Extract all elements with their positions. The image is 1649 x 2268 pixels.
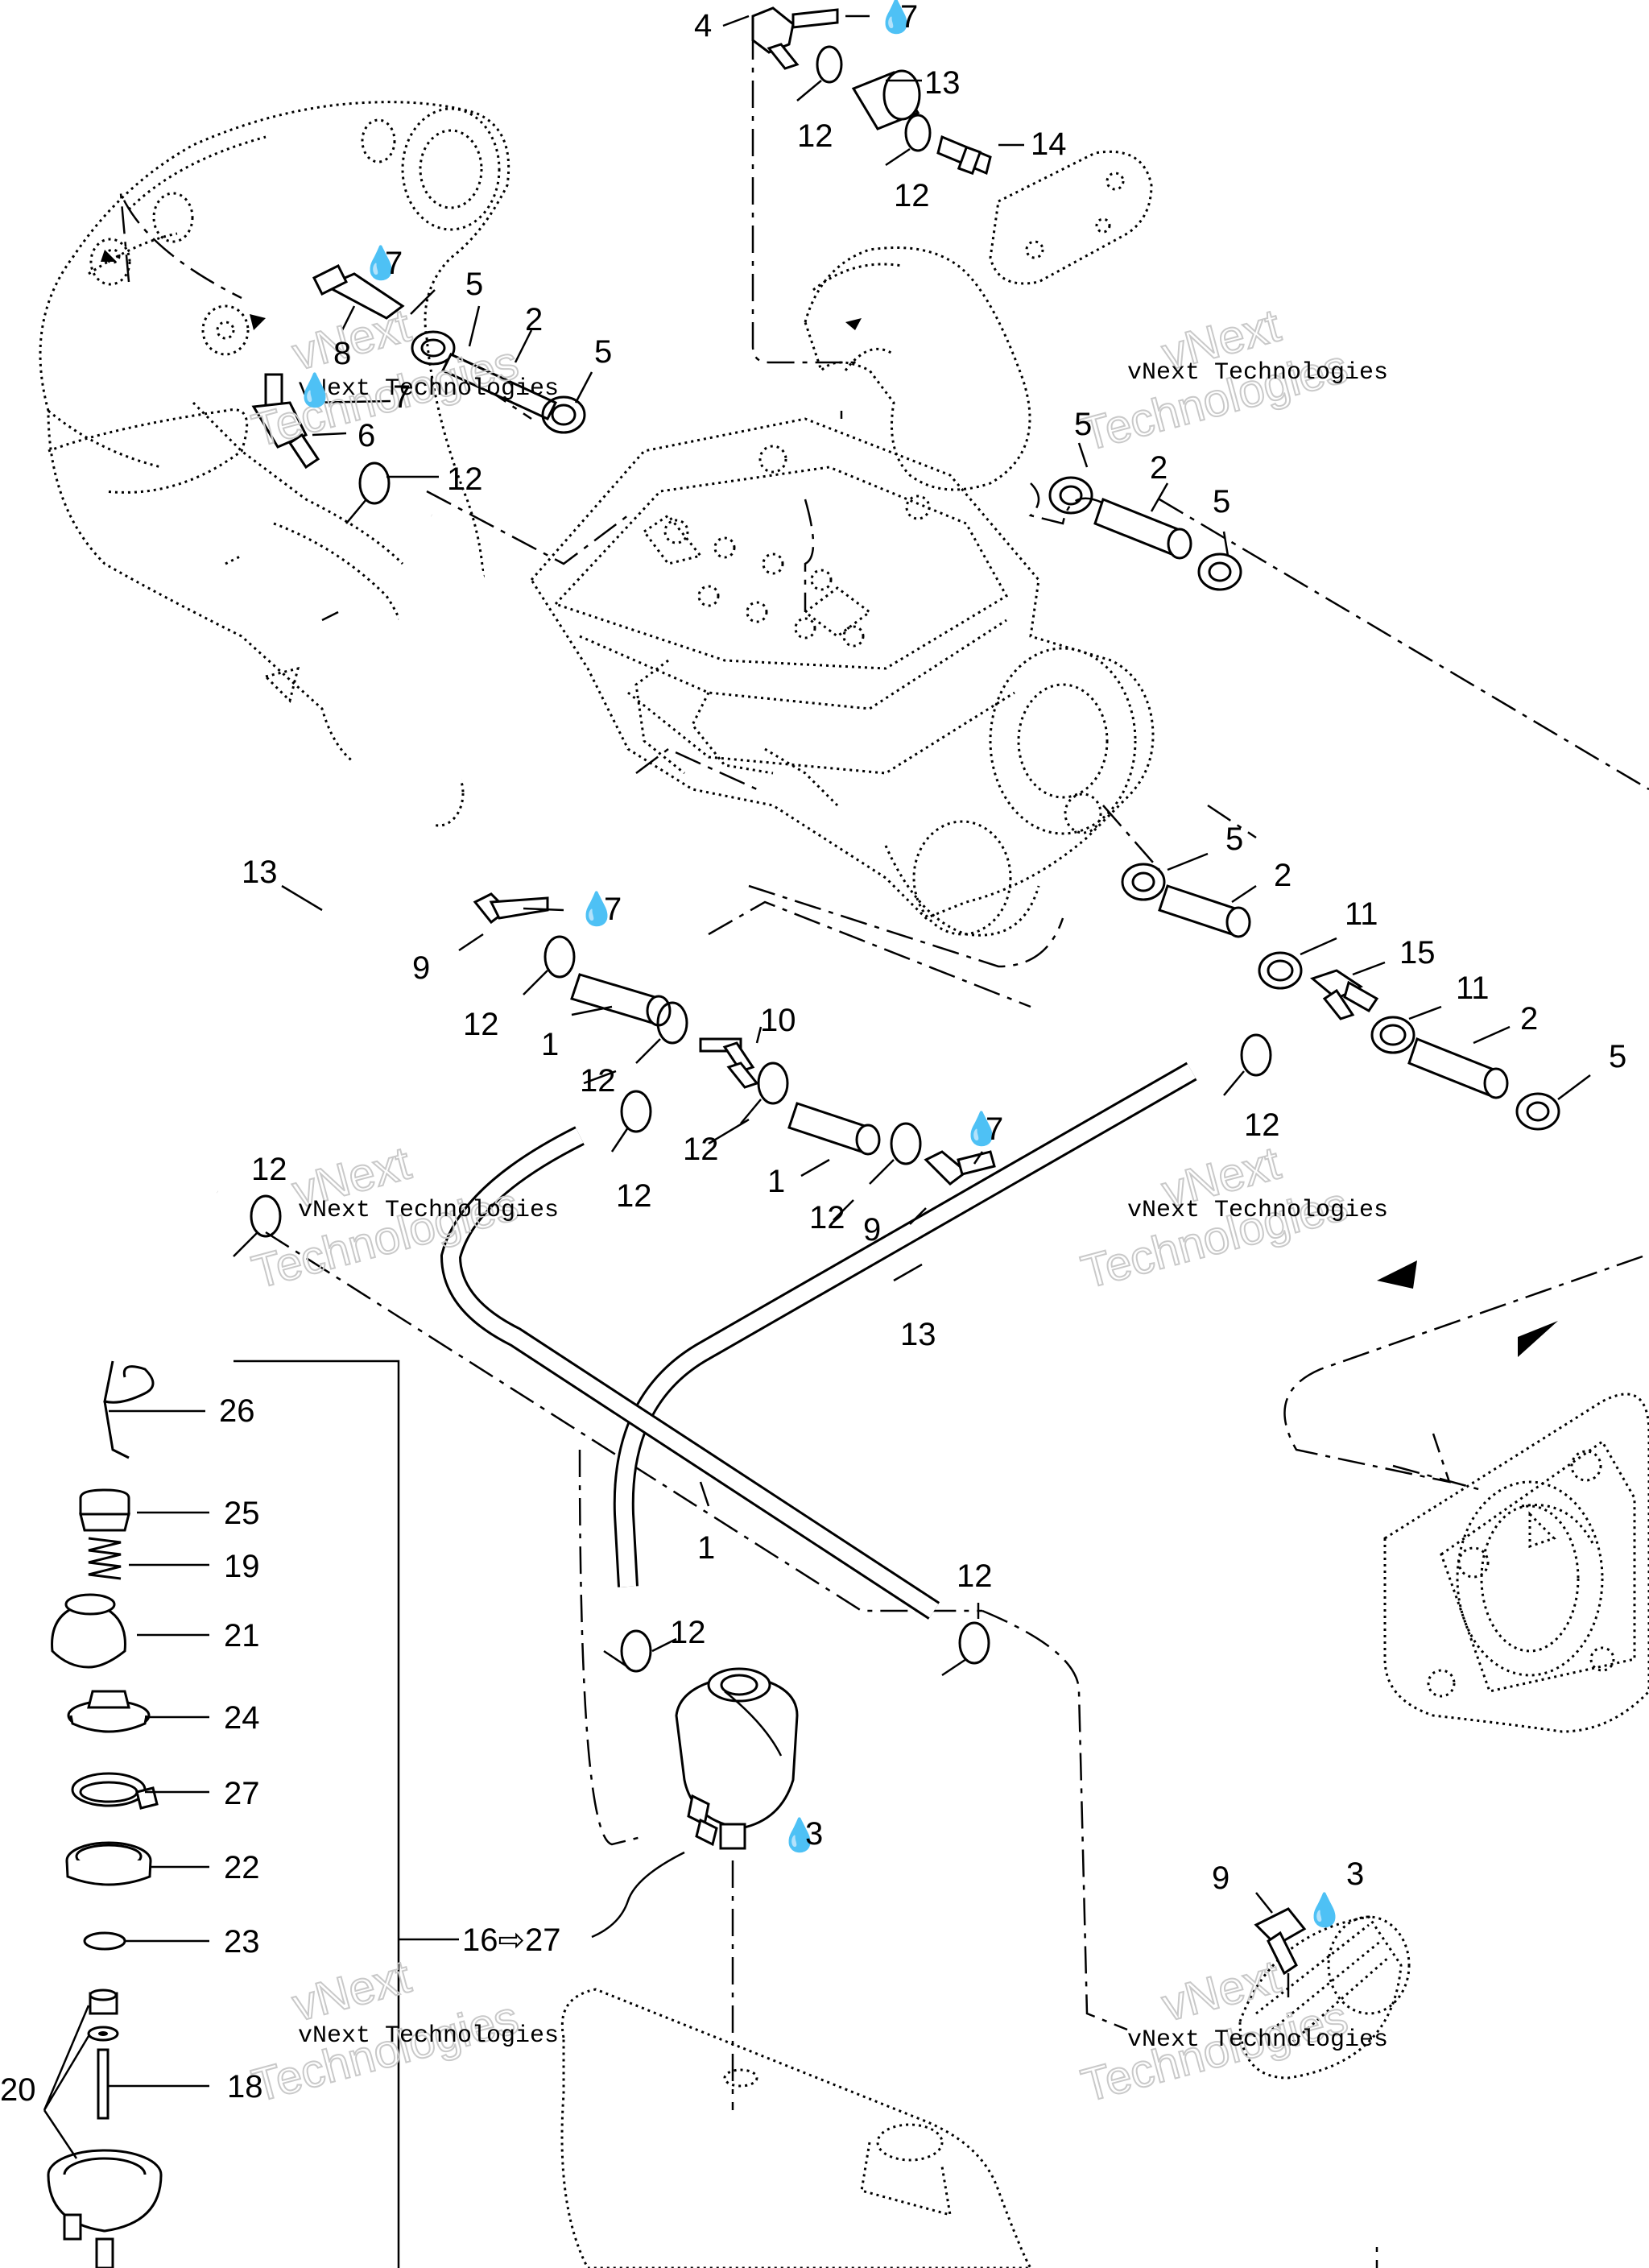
callout-7: 7 bbox=[385, 246, 403, 281]
callout-12: 12 bbox=[797, 118, 833, 154]
callout-12: 12 bbox=[463, 1007, 499, 1042]
callout-13: 13 bbox=[924, 65, 961, 101]
watermark-text-6: vNext Technologies bbox=[1127, 2026, 1388, 2054]
callout-11: 11 bbox=[1345, 896, 1378, 932]
watermark-word-9: vNext bbox=[287, 1950, 416, 2031]
callout-3: 3 bbox=[805, 1816, 823, 1852]
callout-12: 12 bbox=[251, 1152, 287, 1187]
exhaust-flange bbox=[1383, 1393, 1649, 1733]
callout-13: 13 bbox=[242, 855, 278, 890]
watermark-text-3: vNext Technologies bbox=[298, 1197, 559, 1224]
callout-12: 12 bbox=[1244, 1107, 1280, 1143]
callout-12: 12 bbox=[957, 1558, 993, 1594]
lubricant-icon: 💧 bbox=[779, 1816, 820, 1853]
watermark-word-6: Technologies bbox=[247, 1177, 524, 1298]
callout-5: 5 bbox=[1074, 407, 1092, 442]
fittings bbox=[233, 6, 1560, 1976]
watermark-text-1: vNext Technologies bbox=[298, 375, 559, 403]
callout-7: 7 bbox=[900, 0, 918, 35]
callout-2: 2 bbox=[1150, 450, 1168, 486]
callout-12: 12 bbox=[683, 1132, 719, 1167]
callout-8: 8 bbox=[333, 336, 351, 371]
callout-2: 2 bbox=[1274, 858, 1292, 893]
callout-10: 10 bbox=[760, 1003, 796, 1038]
lubricant-icon: 💧 bbox=[295, 371, 335, 408]
callout-9: 9 bbox=[412, 950, 430, 986]
callout-18: 18 bbox=[227, 2069, 263, 2105]
lubricant-icon: 💧 bbox=[961, 1110, 1002, 1147]
callout-21: 21 bbox=[224, 1618, 260, 1653]
callout-2: 2 bbox=[1520, 1001, 1538, 1037]
callout-5: 5 bbox=[594, 334, 612, 370]
callout-15: 15 bbox=[1399, 935, 1436, 971]
flow-arrows bbox=[101, 250, 1558, 1357]
callout-5: 5 bbox=[465, 267, 483, 302]
intake-elbow bbox=[804, 246, 1031, 491]
callout-27: 27 bbox=[224, 1776, 260, 1811]
watermark-text-4: vNext Technologies bbox=[1127, 1197, 1388, 1224]
callout-5: 5 bbox=[1225, 822, 1243, 857]
callout-2: 2 bbox=[525, 302, 543, 337]
leader-lines bbox=[43, 14, 1591, 2159]
callout-4: 4 bbox=[694, 8, 712, 43]
mounting-bracket bbox=[989, 150, 1153, 285]
callout-22: 22 bbox=[224, 1850, 260, 1885]
callout-7: 7 bbox=[986, 1111, 1003, 1147]
watermark-text-5: vNext Technologies bbox=[298, 2022, 559, 2050]
callout-12: 12 bbox=[670, 1615, 706, 1650]
callout-16-27: 16⇨27 bbox=[462, 1922, 561, 1958]
lubricant-symbols: 💧 💧 💧 💧 💧 💧 💧 bbox=[295, 0, 1345, 1928]
callout-3: 3 bbox=[1346, 1856, 1364, 1892]
muffler bbox=[560, 1988, 1032, 2268]
callout-5: 5 bbox=[1213, 484, 1230, 519]
callout-12: 12 bbox=[447, 461, 483, 497]
callout-1: 1 bbox=[697, 1530, 715, 1566]
callouts: 4 7 13 12 14 12 7 5 2 5 8 7 6 12 5 2 5 1… bbox=[0, 0, 1626, 2108]
callout-7: 7 bbox=[393, 379, 411, 415]
watermark-text-2: vNext Technologies bbox=[1127, 359, 1388, 387]
callout-24: 24 bbox=[224, 1700, 260, 1736]
callout-26: 26 bbox=[219, 1393, 255, 1429]
callout-19: 19 bbox=[224, 1549, 260, 1584]
callout-12: 12 bbox=[580, 1063, 616, 1099]
callout-23: 23 bbox=[224, 1924, 260, 1960]
valve-exploded-parts bbox=[47, 1360, 459, 2268]
callout-1: 1 bbox=[767, 1164, 785, 1199]
callout-12: 12 bbox=[616, 1178, 652, 1214]
callout-9: 9 bbox=[1212, 1860, 1230, 1896]
callout-7: 7 bbox=[604, 892, 622, 927]
lubricant-icon: 💧 bbox=[577, 890, 617, 927]
callout-13: 13 bbox=[900, 1317, 936, 1352]
callout-5: 5 bbox=[1609, 1039, 1626, 1074]
callout-25: 25 bbox=[224, 1496, 260, 1531]
watermark-word-10: Technologies bbox=[247, 1991, 524, 2112]
hoses bbox=[84, 508, 1197, 1620]
callout-1: 1 bbox=[541, 1027, 559, 1062]
lubricant-icon: 💧 bbox=[1304, 1891, 1345, 1928]
callout-6: 6 bbox=[357, 418, 375, 453]
callout-14: 14 bbox=[1031, 126, 1067, 162]
callout-12: 12 bbox=[894, 178, 930, 213]
engine-block bbox=[530, 417, 1155, 937]
callout-12: 12 bbox=[809, 1200, 845, 1235]
callout-9: 9 bbox=[863, 1212, 881, 1248]
lubricant-icon: 💧 bbox=[361, 244, 401, 281]
callout-11: 11 bbox=[1456, 971, 1490, 1006]
callout-20: 20 bbox=[0, 2072, 36, 2108]
lubricant-icon: 💧 bbox=[876, 0, 916, 35]
